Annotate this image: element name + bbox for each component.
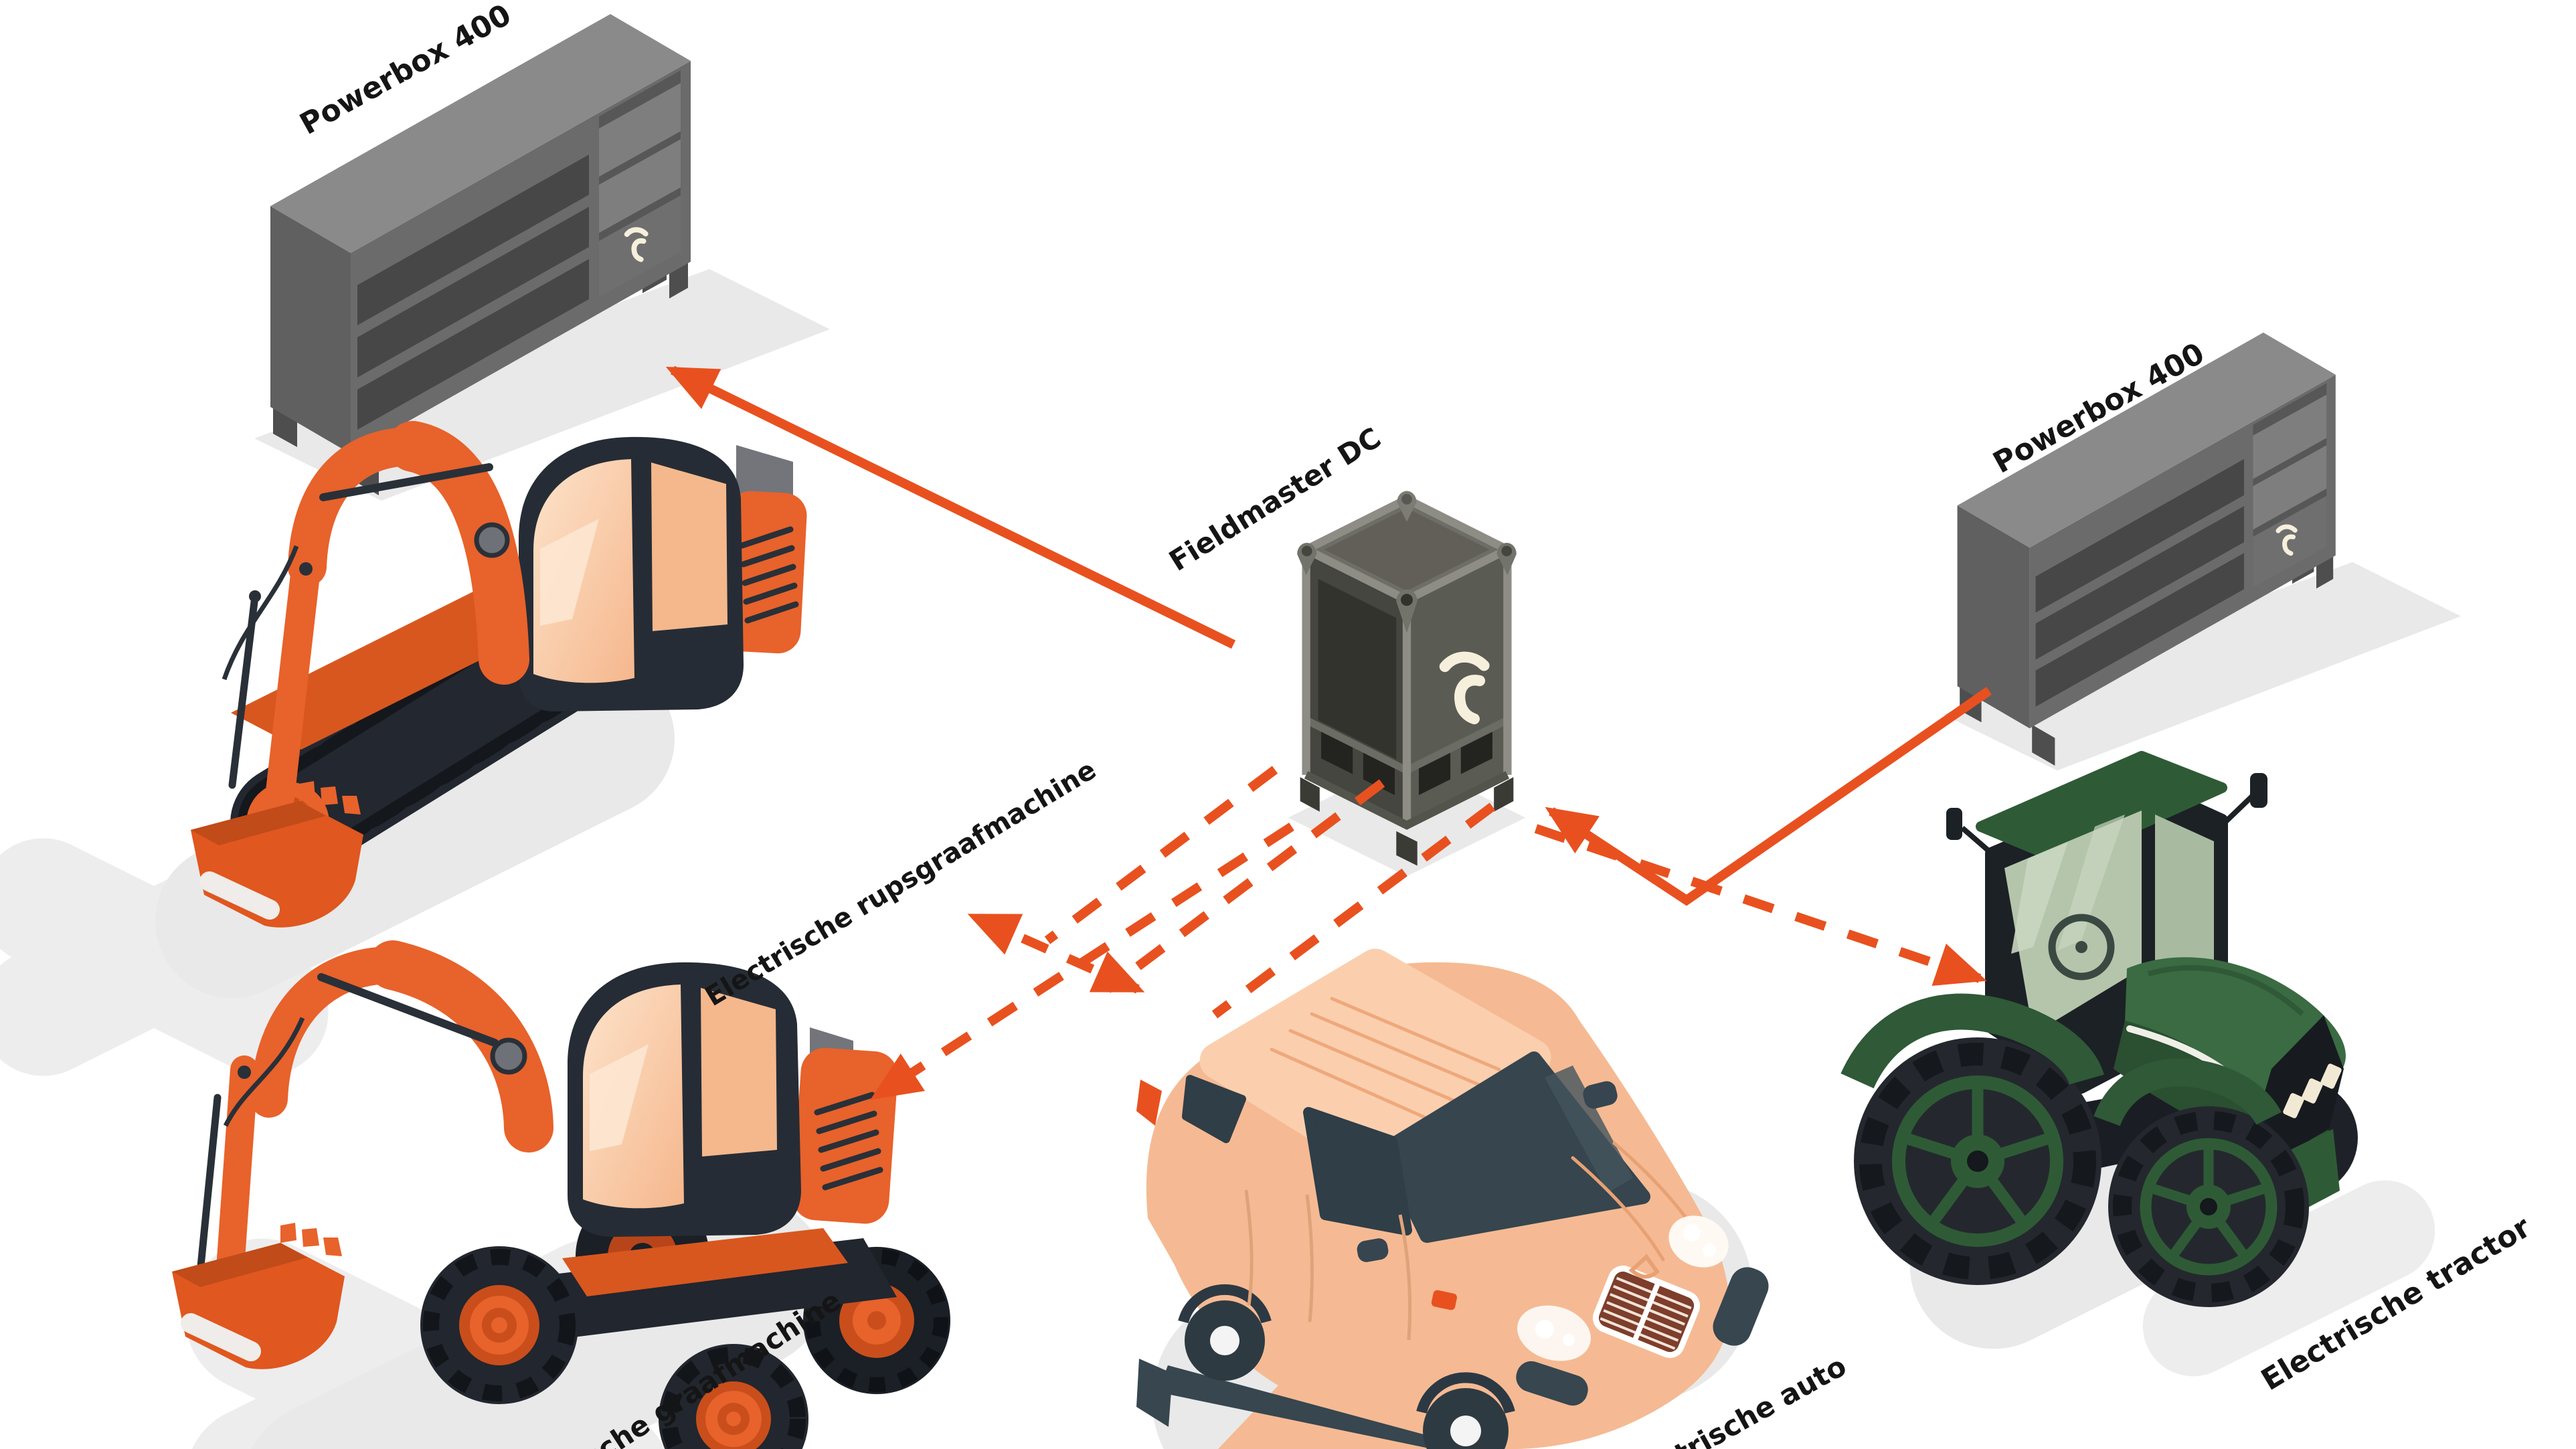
tractor-front-wheel [2108,1106,2309,1307]
mirror-right-icon [2250,773,2267,808]
hood-crease [2147,965,2304,1016]
stick-cylinder [197,1094,222,1270]
mirror-right-icon [1583,1081,1618,1109]
wheeled-excavator-boom [197,940,553,1320]
excavator-wheeled [172,940,950,1449]
tracked-excavator-bucket [191,781,363,928]
electric-car [1136,948,1769,1449]
wheel-icon [420,1246,578,1404]
car-rocker-panel [1158,1365,1446,1449]
boom-pivot [490,1037,527,1075]
steering-wheel-icon [2048,914,2115,981]
wheeled-excavator-deck [562,1228,848,1296]
wheeled-excavator-engine [792,1047,898,1224]
wheeled-excavator-near-wheels [420,1246,808,1449]
boom-cylinder [317,973,499,1047]
tractor-rear-wheel [1854,1037,2101,1285]
powerbox-right [1931,320,2473,790]
car-door-seams [1244,1189,1412,1341]
car-rear-bumper [1136,1359,1173,1427]
excavator-tracked [191,421,807,928]
tractor-front-fender [2093,1058,2282,1127]
car-mirrors [1357,1081,1618,1262]
hydraulic-cable [223,1017,305,1127]
car-side-window-front [1303,1107,1412,1235]
bucket-roller [199,871,280,920]
electric-tractor [1840,751,2358,1307]
mirror-left-icon [1357,1238,1389,1262]
car-charge-port-icon [1431,1290,1457,1310]
wheel-icon [659,1344,808,1449]
fieldmaster-recessed-panel [1318,578,1397,760]
tractor-rear-fender [1840,993,2104,1089]
tractor-roof [1976,751,2227,865]
boom-cylinder [319,463,493,501]
car-wheels [1178,1284,1515,1449]
car-lower-intake [1516,1361,1588,1406]
car-grille [1592,1265,1701,1359]
fieldmaster-skirt-vents [1321,729,1492,796]
windshield-highlight [1545,1066,1633,1193]
cab-side-window [651,462,727,631]
wheeled-excavator-cab [568,962,801,1237]
bucket-roller [181,1313,261,1361]
boom-pivot [474,522,510,558]
car-front [1431,1215,1769,1406]
car-headlight-left [1517,1305,1591,1361]
car-emblem-icon [1628,1254,1660,1279]
fieldmaster-dc [1288,491,1526,877]
mirror-left-icon [1946,808,1962,840]
car-fender-trim [1713,1267,1769,1346]
car-windshield [1378,1051,1650,1243]
fieldmaster-lifting-lugs [1297,491,1517,633]
wheeled-excavator-bucket [172,1223,345,1369]
tracked-excavator-cab [519,436,744,711]
cab-side-window [701,988,777,1157]
hydraulic-cable [222,545,299,681]
tractor-front-mask [2259,1015,2344,1152]
